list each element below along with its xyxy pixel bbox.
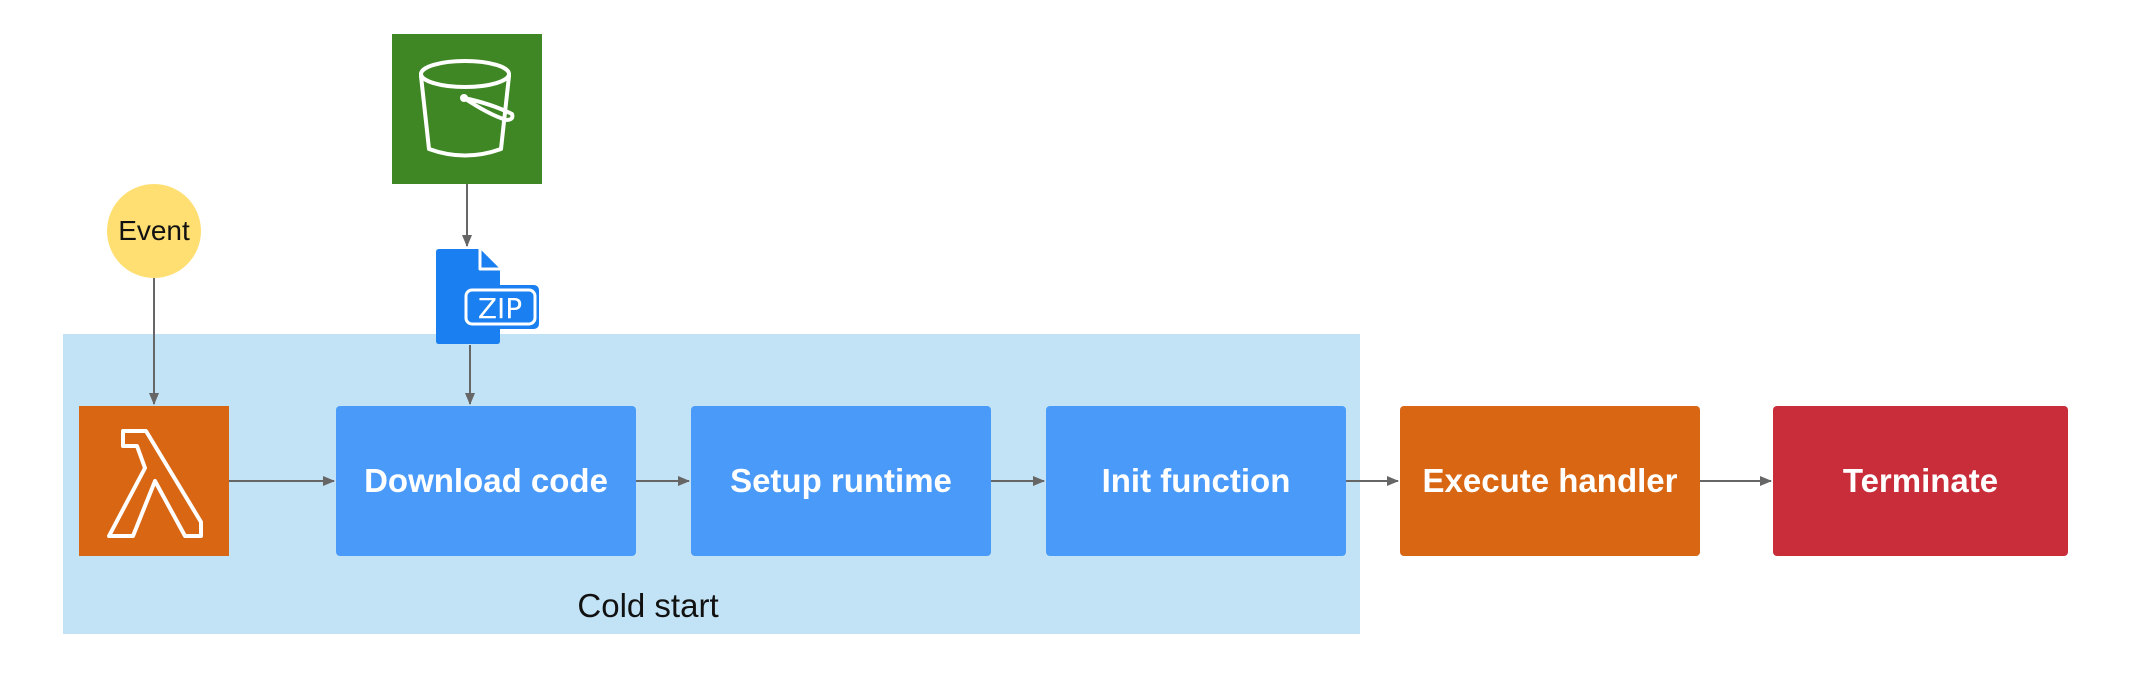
cold-start-label: Cold start xyxy=(577,587,719,624)
zip-label: ZIP xyxy=(478,292,522,325)
execute-handler-label: Execute handler xyxy=(1422,462,1678,499)
lambda-node xyxy=(79,406,229,556)
execute-handler-step: Execute handler xyxy=(1400,406,1700,556)
event-node: Event xyxy=(107,184,201,278)
zip-file-icon: ZIP xyxy=(436,249,539,344)
terminate-step: Terminate xyxy=(1773,406,2068,556)
s3-bucket-node xyxy=(392,34,542,184)
download-code-label: Download code xyxy=(364,462,608,499)
zip-file-node: ZIP xyxy=(435,247,541,345)
init-function-label: Init function xyxy=(1101,462,1291,499)
event-label: Event xyxy=(118,215,190,246)
init-function-step: Init function xyxy=(1046,406,1346,556)
setup-runtime-label: Setup runtime xyxy=(730,462,952,499)
lambda-icon xyxy=(107,429,203,538)
s3-bucket-icon xyxy=(419,59,515,158)
terminate-label: Terminate xyxy=(1842,462,1999,499)
setup-runtime-step: Setup runtime xyxy=(691,406,991,556)
download-code-step: Download code xyxy=(336,406,636,556)
